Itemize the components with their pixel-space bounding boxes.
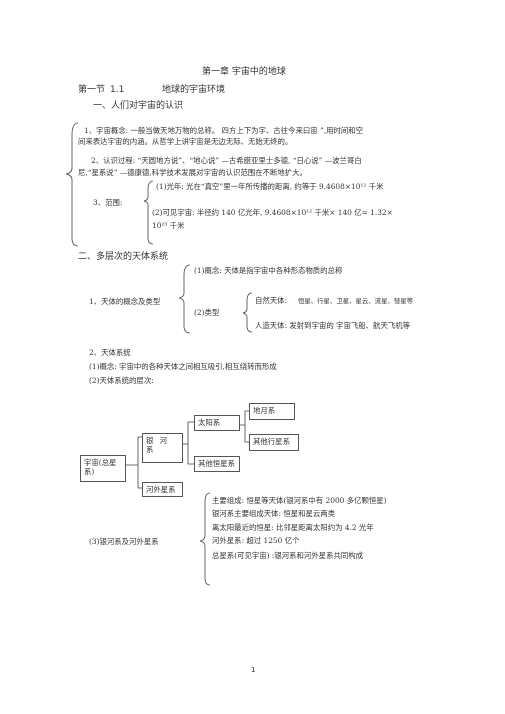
celestial-concept: (1)概念: 天体是指宇宙中各种形态物质的总称 bbox=[194, 266, 343, 275]
celestial-type-label: (2)类型 bbox=[194, 308, 220, 317]
node-extragalactic: 河外星系 bbox=[142, 482, 183, 497]
part1-item2-line1: 2、认识过程: “天圆地方说”、“地心说” —古希腊亚里士多德, “日心说” —… bbox=[91, 156, 362, 165]
chapter-title: 第一章 宇宙中的地球 bbox=[202, 67, 286, 77]
part2-item1-label: 1、天体的概念及类型 bbox=[89, 297, 161, 306]
galaxy-fact-1: 主要组成: 恒星等天体(银河系中有 2000 多亿颗恒星) bbox=[212, 496, 387, 505]
galaxy-fact-2: 银河系主要组成天体: 恒星和星云两类 bbox=[212, 509, 336, 518]
section-label: 第一节 bbox=[78, 85, 106, 95]
node-earth-moon: 地月系 bbox=[249, 403, 295, 420]
artificial-body: 人造天体: 发射到宇宙的 宇宙飞船、航天飞机等 bbox=[255, 321, 411, 330]
part1-item3-label: 3、范围: bbox=[93, 198, 123, 207]
section-number: 1.1 bbox=[110, 85, 125, 95]
system-concept: (1)概念: 宇宙中的各种天体之间相互吸引,相互绕转而形成 bbox=[89, 362, 277, 371]
node-milky-way: 银 河 系 bbox=[142, 433, 183, 463]
range-visible-line2: 10²³ 千米 bbox=[152, 221, 185, 230]
natural-body-list: 恒星、行星、卫星、星云、流星、彗星等 bbox=[298, 297, 414, 305]
section-title: 地球的宇宙环境 bbox=[162, 85, 226, 95]
system-levels: (2)天体系统的层次: bbox=[89, 376, 154, 385]
part2-heading: 二、多层次的天体系统 bbox=[78, 252, 169, 262]
part1-item1-line1: 1、宇宙概念: 一般当做天地万物的总称。 四方上下为宇、古往今来曰宙 ”,用时间… bbox=[84, 126, 364, 135]
range-lightyear: (1)光年: 光在“真空”里一年所传播的距离, 约等于 9.4608×10¹² … bbox=[156, 182, 384, 191]
part1-heading: 一、人们对宇宙的认识 bbox=[93, 101, 184, 111]
node-other-planets: 其他行星系 bbox=[249, 434, 299, 451]
node-universe: 宇宙(总星系) bbox=[80, 455, 126, 482]
natural-body-label: 自然天体: bbox=[255, 296, 288, 305]
galaxy-fact-5: 总星系(可见宇宙) :银河系和河外星系共同构成 bbox=[212, 551, 364, 560]
part2-item2-label: 2、天体系统 bbox=[89, 348, 131, 357]
galaxy-fact-3: 离太阳最近的恒星: 比邻星距离太阳约为 4.2 光年 bbox=[212, 523, 374, 532]
page-number: 1 bbox=[251, 666, 256, 674]
node-solar-system: 太阳系 bbox=[194, 415, 240, 431]
range-visible-line1: (2)可见宇宙: 半径约 140 亿光年, 9.4608×10¹² 千米× 14… bbox=[152, 208, 393, 217]
part2-item3-label: (3)银河系及河外星系 bbox=[89, 537, 159, 546]
node-other-star-systems: 其他恒星系 bbox=[194, 456, 240, 472]
part1-item1-line2: 间来表达宇宙的内涵。从哲学上讲宇宙是无边无际、无始无终的。 bbox=[78, 137, 293, 146]
part1-item2-line2: 尼,“星系说” —德康德,科学技术发展对宇宙的认识范围在不断地扩大。 bbox=[78, 168, 307, 177]
galaxy-fact-4: 河外星系: 超过 1250 亿个 bbox=[212, 536, 300, 545]
